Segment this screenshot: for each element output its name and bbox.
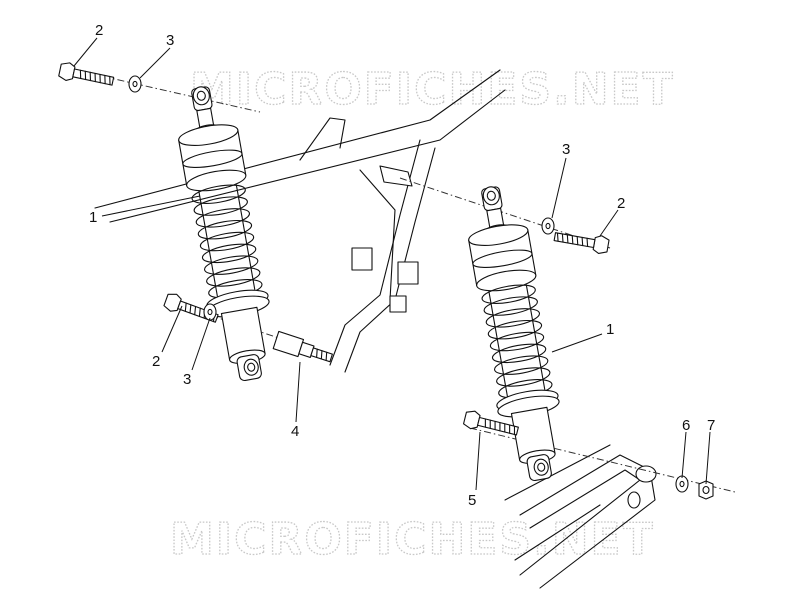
shock-absorber-right xyxy=(458,180,573,486)
bolt-top-left xyxy=(57,60,116,91)
callout-bolt-bottom-left: 2 xyxy=(152,353,160,370)
callout-bolt-bottom-right: 5 xyxy=(468,492,476,509)
washer-top-right xyxy=(541,217,555,235)
leaders xyxy=(73,37,711,491)
callout-stud-bolt: 4 xyxy=(291,423,299,440)
callout-washer-bottom-right: 6 xyxy=(682,417,690,434)
nut-bottom-right xyxy=(698,480,714,500)
washer-bottom-left xyxy=(203,303,217,321)
callout-washer-top-left: 3 xyxy=(166,32,174,49)
watermark-top: MICROFICHES.NET xyxy=(190,64,675,115)
callout-washer-top-right: 3 xyxy=(562,141,570,158)
frame xyxy=(94,69,506,373)
callout-bolt-top-left: 2 xyxy=(95,22,103,39)
swing-arm xyxy=(504,444,657,589)
washer-top-left xyxy=(128,75,142,93)
callout-nut-bottom-right: 7 xyxy=(707,417,715,434)
callout-bolt-top-right: 2 xyxy=(617,195,625,212)
callout-shock-right: 1 xyxy=(606,321,614,338)
shock-absorber-left xyxy=(168,80,283,386)
washer-bottom-right xyxy=(675,475,689,493)
callout-washer-bottom-left: 3 xyxy=(183,371,191,388)
axis-bottom-right xyxy=(469,427,736,493)
callout-shock-left: 1 xyxy=(89,209,97,226)
stud-bolt xyxy=(272,330,333,363)
watermark-bottom: MICROFICHES.NET xyxy=(170,514,655,565)
